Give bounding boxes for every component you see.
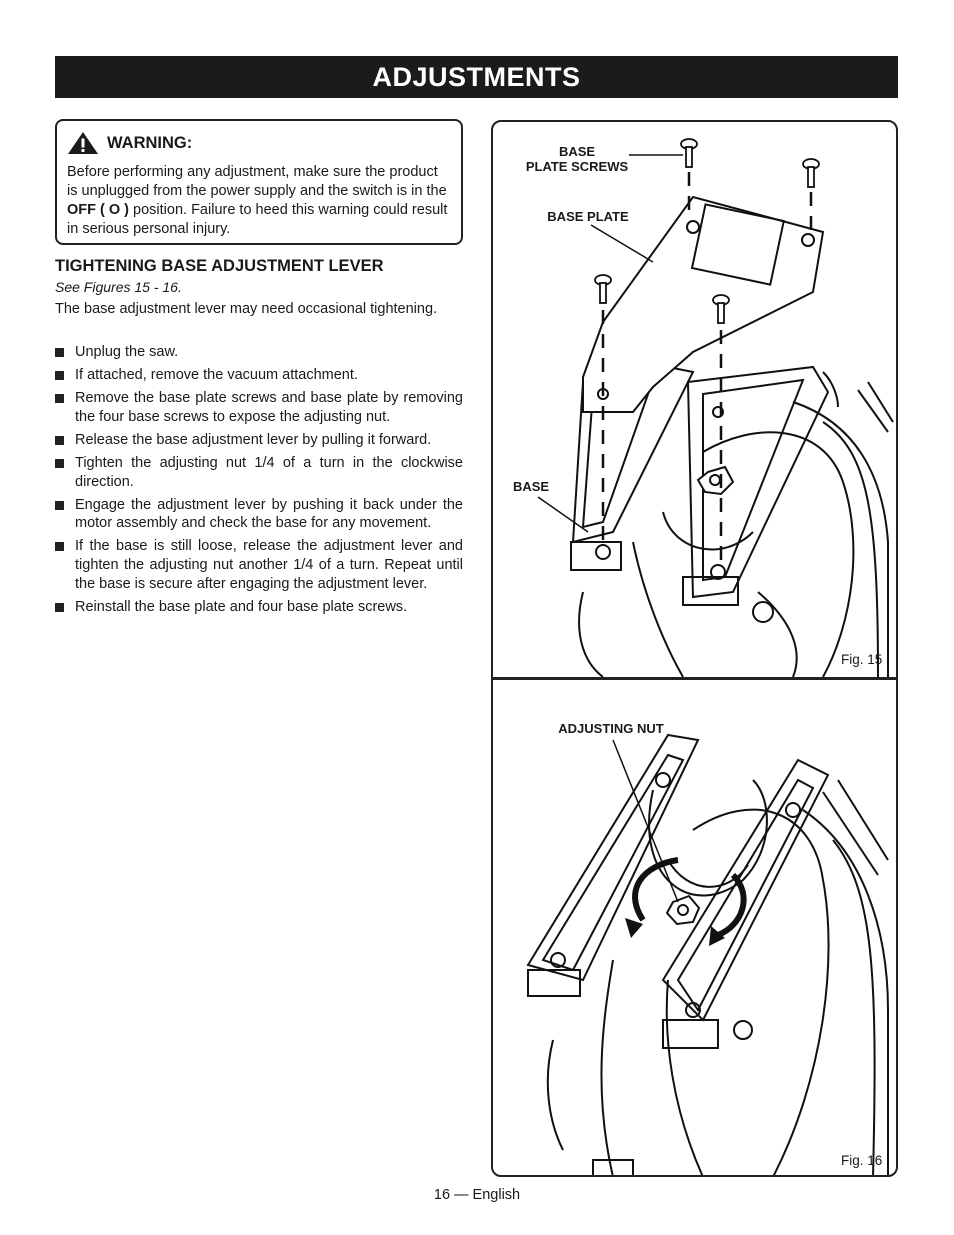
bullet-square-icon (55, 602, 64, 612)
bullet-square-icon (55, 371, 64, 381)
page-number: 16 — English (433, 1187, 521, 1203)
list-item: If the base is still loose, release the … (55, 537, 463, 593)
list-item: Tighten the adjusting nut 1/4 of a turn … (55, 454, 463, 491)
fig15-caption: Fig. 15 (841, 652, 883, 667)
figure-reference: See Figures 15 - 16. (55, 279, 182, 295)
screw-icon (594, 274, 612, 304)
bullet-square-icon (55, 348, 64, 357)
screw-icon (712, 294, 730, 324)
list-item: Unplug the saw. (55, 343, 463, 362)
warning-box: WARNING: Before performing any adjustmen… (55, 119, 463, 245)
list-item: Remove the base plate screws and base pl… (55, 389, 463, 426)
bullet-square-icon (55, 542, 64, 552)
bullet-square-icon (55, 458, 64, 468)
intro-text: The base adjustment lever may need occas… (55, 301, 438, 317)
fig16-illustration (526, 733, 889, 1175)
bullet-square-icon (55, 394, 64, 404)
steps-list: Unplug the saw. If attached, remove the … (55, 343, 463, 621)
screw-icon (802, 158, 820, 188)
list-item: If attached, remove the vacuum attachmen… (55, 366, 463, 385)
off-switch-label: OFF ( O ) (67, 202, 130, 218)
warning-heading: WARNING: (67, 131, 451, 155)
bullet-square-icon (55, 500, 64, 510)
bullet-square-icon (55, 435, 64, 445)
list-item: Engage the adjustment lever by pushing i… (55, 496, 463, 533)
section-title: TIGHTENING BASE ADJUSTMENT LEVER (55, 257, 384, 275)
callout-adjusting-nut: ADJUSTING NUT (558, 721, 664, 736)
callout-base-plate-screws: BASE PLATE SCREWS (525, 144, 629, 174)
figure-panel: BASE PLATE SCREWS BASE PLATE BASE Fig. 1… (491, 120, 898, 1177)
list-item: Release the base adjustment lever by pul… (55, 431, 463, 450)
figure-divider (493, 677, 896, 680)
fig16-caption: Fig. 16 (841, 1153, 883, 1168)
warning-triangle-icon (68, 132, 98, 154)
fig15-illustration (537, 138, 894, 677)
warning-title: WARNING: (107, 133, 193, 152)
warning-text: Before performing any adjustment, make s… (67, 164, 448, 237)
list-item: Reinstall the base plate and four base p… (55, 598, 463, 617)
page-title: ADJUSTMENTS (55, 56, 898, 98)
callout-base: BASE (512, 479, 550, 494)
callout-base-plate: BASE PLATE (547, 209, 629, 224)
screw-icon (680, 138, 698, 168)
